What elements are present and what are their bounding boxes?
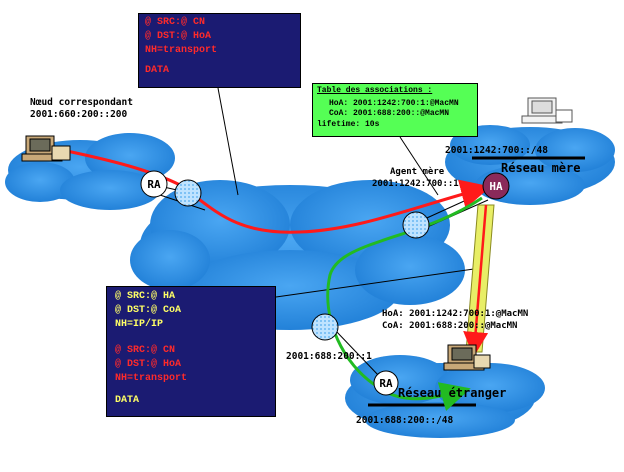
router-1 xyxy=(174,179,202,207)
agent-title: Agent mère xyxy=(390,166,445,177)
agent-address: 2001:1242:700::1 xyxy=(372,179,459,189)
mn-hoa: HoA: 2001:1242:700:1:@MacMN xyxy=(382,309,528,319)
binding-table: Table des associations : HoA: 2001:1242:… xyxy=(312,83,478,137)
inner-nh: NH=transport xyxy=(115,373,188,384)
mobile-node-computer-icon xyxy=(443,344,491,371)
ra-node-left xyxy=(140,170,168,198)
outer-nh: NH=IP/IP xyxy=(115,319,164,330)
packet-top-src: @ SRC:@ CN xyxy=(145,17,206,28)
home-network-label: Réseau mère xyxy=(501,161,580,175)
ra-bottom-label: RA xyxy=(379,377,393,390)
ha-node xyxy=(482,172,510,200)
outer-dst: @ DST:@ CoA xyxy=(115,305,182,316)
mn-coa: CoA: 2001:688:200::@MacMN xyxy=(382,321,517,331)
cn-title: Nœud correspondant xyxy=(30,97,133,108)
red-path-cn-to-ha xyxy=(61,148,491,234)
packet-top-nh: NH=transport xyxy=(145,45,218,56)
home-prefix: 2001:1242:700::/48 xyxy=(445,145,548,156)
cn-address: 2001:660:200::200 xyxy=(30,109,128,120)
outer-src: @ SRC:@ HA xyxy=(115,291,176,302)
correspondent-computer-icon xyxy=(21,135,71,162)
packet-data: DATA xyxy=(115,395,140,406)
binding-lifetime: lifetime: 10s xyxy=(317,119,380,129)
home-computer-icon xyxy=(521,97,573,124)
ra-left-label: RA xyxy=(147,178,161,191)
foreign-address: 2001:688:200::1 xyxy=(286,351,372,362)
ha-label: HA xyxy=(489,180,503,193)
foreign-prefix: 2001:688:200::/48 xyxy=(356,415,454,426)
binding-hoa: HoA: 2001:1242:700:1:@MacMN xyxy=(329,98,459,108)
ra-node-bottom xyxy=(373,370,399,396)
packet-top-data: DATA xyxy=(145,65,170,76)
packet-header-encapsulated: @ SRC:@ HA @ DST:@ CoA NH=IP/IP @ SRC:@ … xyxy=(106,286,276,417)
packet-top-dst: @ DST:@ HoA xyxy=(145,31,212,42)
router-2 xyxy=(402,211,430,239)
binding-table-title: Table des associations : xyxy=(317,86,433,95)
foreign-network-label: Réseau étranger xyxy=(398,386,506,400)
router-3 xyxy=(311,313,339,341)
packet-header-top: @ SRC:@ CN @ DST:@ HoA NH=transport DATA xyxy=(138,13,301,88)
inner-dst: @ DST:@ HoA xyxy=(115,359,182,370)
inner-src: @ SRC:@ CN xyxy=(115,345,176,356)
binding-coa: CoA: 2001:688:200::@MacMN xyxy=(329,109,450,118)
